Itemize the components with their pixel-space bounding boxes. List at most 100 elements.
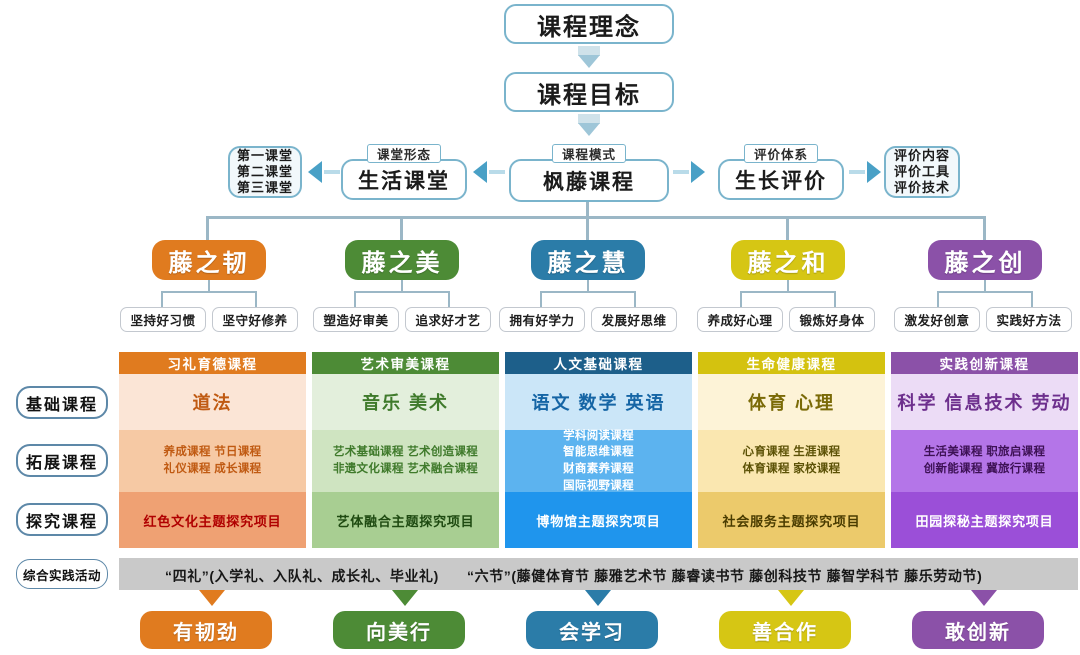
outcome-pill-2[interactable]: 向美行 [333,611,465,649]
outcome-pill-3[interactable]: 会学习 [526,611,658,649]
evaluation-system-tag-label: 评价体系 [753,148,808,162]
row-label-practice-text: 综合实践活动 [22,568,101,583]
base-cell-2: 音乐 美术 [312,374,499,430]
growth-evaluation-box: 生长评价 [718,159,844,200]
sub-bus-1 [161,291,257,293]
curriculum-concept-box: 课程理念 [504,4,674,44]
curriculum-goal-label: 课程目标 [537,81,641,109]
outcome-pill-4[interactable]: 善合作 [719,611,851,649]
outcome-pill-1[interactable]: 有韧劲 [140,611,272,649]
fengteng-curriculum-label: 枫藤课程 [543,170,635,194]
sub-chip-3a[interactable]: 拥有好学力 [499,307,585,332]
sub-chip-1b[interactable]: 坚守好修养 [212,307,298,332]
sub-chip-label-1a: 坚持好习惯 [130,314,196,328]
pillar-label-3: 藤之慧 [547,249,629,277]
evaluation-item-3: 评价技术 [893,179,950,195]
life-to-types-dash [324,170,340,174]
classroom-type-3: 第三课堂 [236,179,293,195]
pillar-drop-4 [786,216,789,240]
sub-bus-4 [740,291,836,293]
base-cell-label-1: 道法 [192,393,233,413]
pillar-capsule-1[interactable]: 藤之韧 [152,240,266,280]
expand-line-4-1: 心育课程 生涯课程 [742,446,841,459]
outcome-label-2: 向美行 [366,621,432,644]
course-head-1: 习礼育德课程 [119,352,306,374]
expand-line-1-2: 礼仪课程 成长课程 [163,463,262,475]
eval-to-items-dash [849,170,865,174]
pillar-drop-3 [586,216,589,240]
outcome-arrow-5 [971,590,997,606]
outcome-pill-5[interactable]: 敢创新 [912,611,1044,649]
sub-bus-3 [540,291,636,293]
sub-drop-2b [448,291,450,307]
concept-goal-connector [578,46,600,56]
sub-chip-4b[interactable]: 锻炼好身体 [789,307,875,332]
row-label-base[interactable]: 基础课程 [16,386,108,419]
outcome-arrow-2 [392,590,418,606]
course-head-5: 实践创新课程 [891,352,1078,374]
inquiry-cell-label-4: 社会服务主题探究项目 [722,513,861,529]
sub-stem-2 [401,280,403,292]
sub-stem-1 [208,280,210,292]
course-head-label-4: 生命健康课程 [746,357,837,372]
outcome-arrow-3 [585,590,611,606]
inquiry-cell-label-5: 田园探秘主题探究项目 [915,513,1054,529]
row-label-expand[interactable]: 拓展课程 [16,444,108,477]
row-label-inquiry-text: 探究课程 [25,513,98,531]
classroom-types-box: 第一课堂 第二课堂 第三课堂 [228,146,302,198]
pillar-capsule-4[interactable]: 藤之和 [731,240,845,280]
row-label-base-text: 基础课程 [25,396,98,414]
course-head-label-2: 艺术审美课程 [360,357,451,372]
sub-chip-label-1b: 坚守好修养 [222,314,288,328]
inquiry-cell-3: 博物馆主题探究项目 [505,492,692,548]
sub-drop-5a [937,291,939,307]
outcome-label-5: 敢创新 [945,621,1011,644]
evaluation-system-tag: 评价体系 [744,144,818,163]
sub-chip-label-5b: 实践好方法 [996,314,1062,328]
outcome-arrow-1 [199,590,225,606]
sub-chip-5a[interactable]: 激发好创意 [894,307,980,332]
sub-chip-2a[interactable]: 塑造好审美 [313,307,399,332]
inquiry-cell-5: 田园探秘主题探究项目 [891,492,1078,548]
outcome-arrow-4 [778,590,804,606]
sub-chip-label-4a: 养成好心理 [707,314,773,328]
sub-chip-1a[interactable]: 坚持好习惯 [120,307,206,332]
sub-chip-4a[interactable]: 养成好心理 [697,307,783,332]
outcome-label-3: 会学习 [559,621,625,644]
curriculum-model-tag-label: 课程模式 [561,148,616,162]
pillar-label-2: 藤之美 [361,249,443,277]
course-head-label-3: 人文基础课程 [553,357,644,372]
center-to-eval-dash [673,170,689,174]
expand-line-2-1: 艺术基础课程 艺术创造课程 [332,446,479,459]
base-cell-label-2: 音乐 美术 [361,393,449,413]
practice-activities-bar: “四礼”(入学礼、入队礼、成长礼、毕业礼) “六节”(藤健体育节 藤雅艺术节 藤… [119,558,1078,590]
outcome-label-4: 善合作 [752,621,818,644]
row-label-inquiry[interactable]: 探究课程 [16,503,108,536]
sub-chip-label-4b: 锻炼好身体 [799,314,865,328]
center-to-eval-arrow [691,161,705,183]
base-cell-5: 科学 信息技术 劳动 [891,374,1078,430]
curriculum-goal-box: 课程目标 [504,72,674,112]
pillar-capsule-2[interactable]: 藤之美 [345,240,459,280]
expand-line-1-1: 养成课程 节日课程 [163,446,262,459]
sub-chip-label-2b: 追求好才艺 [415,314,481,328]
sub-drop-5b [1031,291,1033,307]
inquiry-cell-label-1: 红色文化主题探究项目 [143,513,282,529]
sub-chip-3b[interactable]: 发展好思维 [591,307,677,332]
pillar-capsule-5[interactable]: 藤之创 [928,240,1042,280]
outcome-label-1: 有韧劲 [173,621,239,644]
inquiry-cell-4: 社会服务主题探究项目 [698,492,885,548]
pillar-drop-2 [400,216,403,240]
base-cell-1: 道法 [119,374,306,430]
sub-chip-label-2a: 塑造好审美 [323,314,389,328]
sub-chip-2b[interactable]: 追求好才艺 [405,307,491,332]
expand-line-4-2: 体育课程 家校课程 [742,463,841,475]
pillar-label-5: 藤之创 [944,249,1026,277]
sub-chip-5b[interactable]: 实践好方法 [986,307,1072,332]
pillar-bus-line [206,216,986,219]
evaluation-item-2: 评价工具 [893,164,950,180]
base-cell-label-3: 语文 数学 英语 [531,393,666,413]
row-label-practice[interactable]: 综合实践活动 [16,559,108,589]
expand-line-5-2: 创新能课程 冀旅行课程 [923,463,1046,475]
pillar-capsule-3[interactable]: 藤之慧 [531,240,645,280]
